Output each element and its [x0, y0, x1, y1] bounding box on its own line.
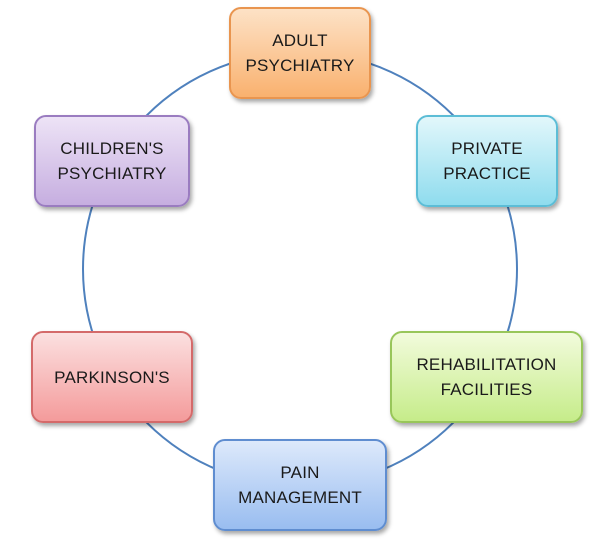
node-childrens-psychiatry-label: CHILDREN'S PSYCHIATRY: [57, 139, 167, 183]
node-parkinsons: PARKINSON'S: [31, 331, 193, 423]
node-private-practice: PRIVATE PRACTICE: [416, 115, 558, 207]
node-adult-psychiatry: ADULT PSYCHIATRY: [229, 7, 371, 99]
node-pain-management: PAIN MANAGEMENT: [213, 439, 387, 531]
node-adult-psychiatry-label: ADULT PSYCHIATRY: [245, 31, 355, 75]
node-rehabilitation-facilities-label: REHABILITATION FACILITIES: [416, 355, 557, 399]
node-private-practice-label: PRIVATE PRACTICE: [443, 139, 531, 183]
node-pain-management-label: PAIN MANAGEMENT: [238, 463, 362, 507]
node-parkinsons-label: PARKINSON'S: [54, 367, 170, 387]
node-rehabilitation-facilities: REHABILITATION FACILITIES: [390, 331, 583, 423]
node-childrens-psychiatry: CHILDREN'S PSYCHIATRY: [34, 115, 190, 207]
